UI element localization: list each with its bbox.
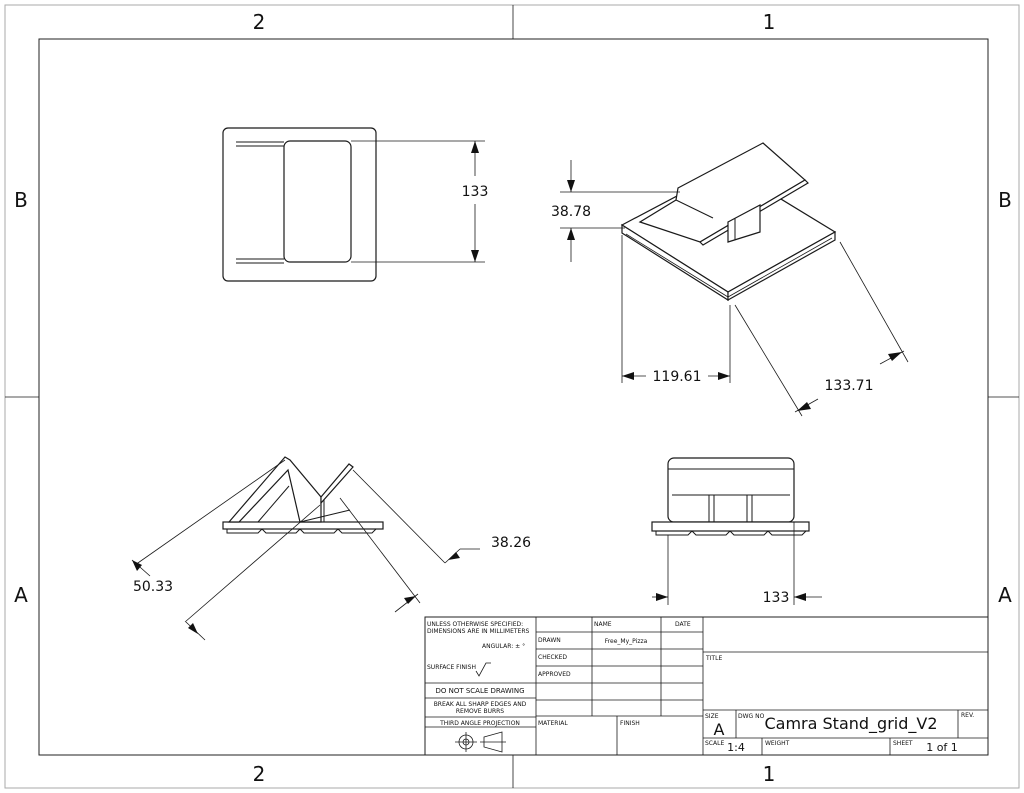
burrs-note-line2: REMOVE BURRS [456, 708, 504, 715]
material-label: MATERIAL [538, 720, 568, 727]
scale-value: 1:4 [727, 741, 745, 754]
drawn-label: DRAWN [538, 637, 561, 644]
dimension-side-depth: 38.26 [491, 535, 531, 551]
surface-finish-icon [475, 662, 491, 677]
dimension-iso-width: 119.61 [653, 369, 702, 385]
zone-label-top-2: 2 [253, 10, 266, 34]
isometric-view: 38.78 119.61 133.71 [551, 142, 909, 417]
zone-label-left-b: B [14, 188, 28, 212]
zone-ticks [5, 5, 1019, 788]
rev-label: REV. [961, 712, 974, 719]
weight-label: WEIGHT [765, 740, 790, 747]
size-label: SIZE [705, 713, 719, 720]
projection-label: THIRD ANGLE PROJECTION [439, 720, 520, 727]
sheet-label: SHEET [893, 740, 913, 747]
side-view: 38.26 50.33 [131, 456, 531, 641]
dimension-top-view-width: 133 [462, 184, 489, 200]
general-notes-line1: UNLESS OTHERWISE SPECIFIED: [427, 621, 523, 628]
zone-label-bottom-2: 2 [253, 762, 266, 786]
size-value: A [714, 720, 725, 739]
zone-label-right-a: A [998, 583, 1012, 607]
zone-label-bottom-1: 1 [763, 762, 776, 786]
dimension-side-length: 50.33 [133, 579, 173, 595]
do-not-scale-label: DO NOT SCALE DRAWING [435, 687, 524, 695]
approved-label: APPROVED [538, 671, 571, 678]
dimension-iso-height: 38.78 [551, 204, 591, 220]
title-label: TITLE [705, 655, 722, 662]
date-column-header: DATE [675, 621, 691, 628]
surface-finish-label: SURFACE FINISH [427, 664, 476, 671]
burrs-note-line1: BREAK ALL SHARP EDGES AND [434, 701, 527, 708]
finish-label: FINISH [620, 720, 640, 727]
dimension-iso-depth: 133.71 [825, 378, 874, 394]
zone-label-right-b: B [998, 188, 1012, 212]
sheet-value: 1 of 1 [926, 741, 958, 754]
angular-tolerance: ANGULAR: ± ° [482, 643, 525, 650]
title-block: UNLESS OTHERWISE SPECIFIED: DIMENSIONS A… [424, 616, 989, 756]
zone-label-top-1: 1 [763, 10, 776, 34]
third-angle-projection-icon [455, 731, 506, 753]
drawing-title: Camra Stand_grid_V2 [764, 714, 937, 734]
dwg-no-label: DWG NO [738, 713, 765, 720]
checked-label: CHECKED [538, 654, 567, 661]
dimension-front-width: 133 [763, 590, 790, 606]
top-view: 133 [222, 127, 489, 282]
drawn-by-name: Free_My_Pizza [605, 638, 648, 645]
name-column-header: NAME [594, 621, 612, 628]
front-view: 133 [651, 457, 822, 606]
zone-label-left-a: A [14, 583, 28, 607]
general-notes-line2: DIMENSIONS ARE IN MILLIMETERS [427, 628, 529, 635]
scale-label: SCALE [705, 740, 724, 747]
